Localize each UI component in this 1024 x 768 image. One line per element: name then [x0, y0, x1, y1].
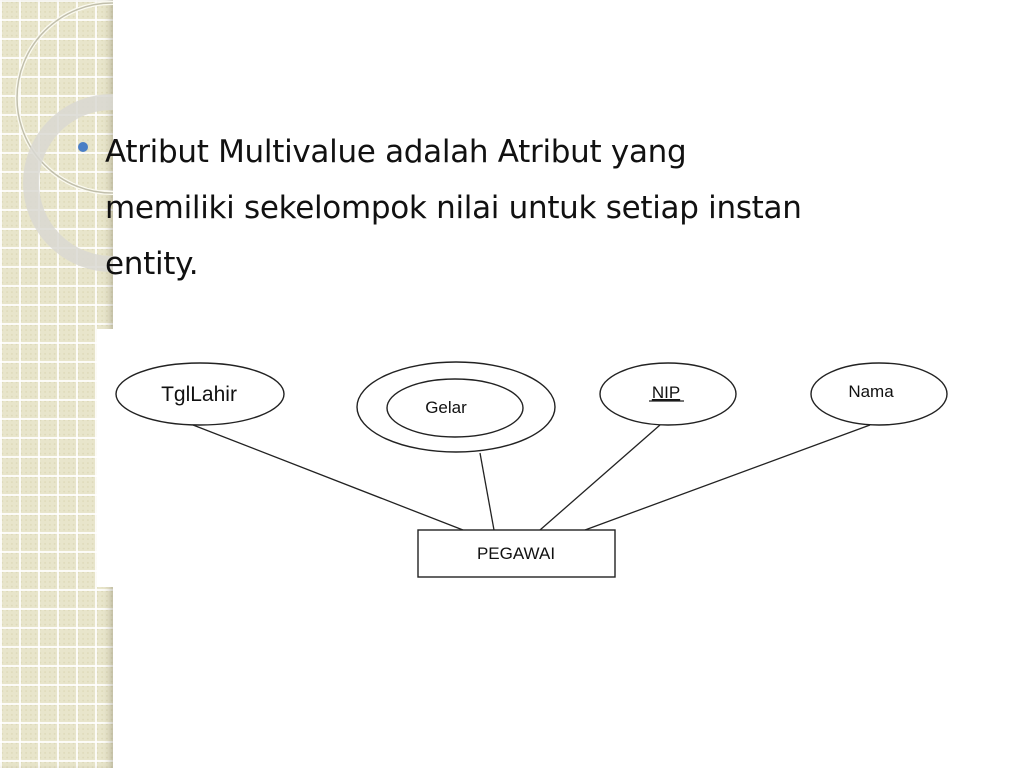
entity-pegawai-label: PEGAWAI: [477, 544, 555, 563]
bullet-line-3: entity.: [105, 246, 199, 282]
connector-nama: [584, 424, 871, 531]
attribute-nip-label: NIP: [652, 383, 680, 402]
attribute-gelar-label: Gelar: [425, 398, 467, 417]
entity-pegawai-box: [417, 529, 616, 578]
thick-ring: [23, 94, 113, 272]
bullet-line-1: Atribut Multivalue adalah Atribut yang: [105, 134, 687, 170]
connector-gelar: [479, 452, 495, 531]
attribute-nip-ellipse: [599, 362, 737, 426]
attribute-tgllahir-ellipse: [115, 362, 285, 426]
er-diagram-canvas: TglLahir Gelar NIP Nama PEGAWAI: [115, 361, 948, 578]
attribute-nama-ellipse: [810, 362, 948, 426]
bullet-list: Atribut Multivalue adalah Atribut yang m…: [78, 124, 978, 292]
attribute-nama-label: Nama: [848, 382, 894, 401]
decorative-arcs: [15, 1, 113, 272]
bullet-item: Atribut Multivalue adalah Atribut yang m…: [78, 124, 978, 292]
attribute-gelar-inner-ellipse: [386, 378, 524, 438]
connector-nip: [539, 424, 661, 531]
attribute-tgllahir-label: TglLahir: [161, 383, 237, 406]
bullet-line-2: memiliki sekelompok nilai untuk setiap i…: [105, 190, 802, 226]
bullet-dot-icon: [78, 142, 88, 152]
connector-tgllahir: [192, 424, 464, 531]
er-diagram: TglLahir Gelar NIP Nama PEGAWAI: [97, 329, 963, 587]
